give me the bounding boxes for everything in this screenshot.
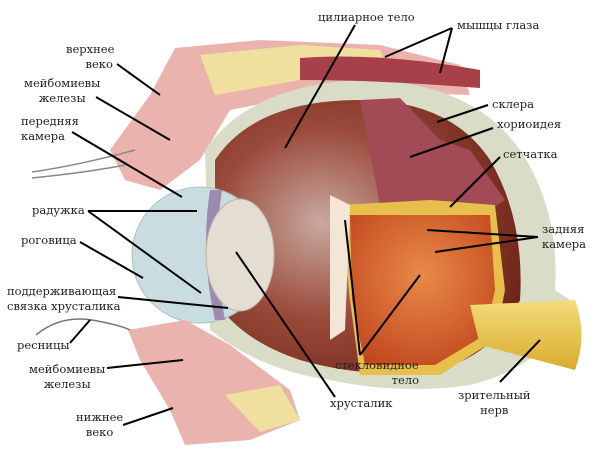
lower-fat [225,385,300,432]
lower-eyelashes [35,318,131,336]
label-line: мейбомиевы [24,76,101,90]
label-line: нижнее [76,410,124,424]
label-line: задняя [542,222,585,236]
label-lens: хрусталик [330,396,393,410]
label-line: связка хрусталика [7,299,121,313]
label-retina: сетчатка [503,147,558,161]
label-line: тело [391,373,419,387]
label-eye-muscles: мышцы глаза [457,18,540,32]
label-ciliary-body: цилиарное тело [318,10,415,24]
label-sclera: склера [492,97,534,111]
label-line: камера [21,129,66,143]
label-line: веко [85,425,114,439]
upper-eyelashes [31,149,136,179]
label-line: нерв [480,403,509,417]
label-choroid: хориоидея [497,117,562,131]
optic-nerve-shape [470,300,582,370]
label-line: железы [43,377,91,391]
label-line: поддерживающая [7,284,117,298]
label-line: стекловидное [335,358,419,372]
vitreous-cavity [350,215,495,365]
label-cornea: роговица [21,233,77,247]
eye-muscle [300,56,480,88]
label-line: веко [85,57,113,71]
label-iris: радужка [32,203,85,217]
label-line: зрительный [458,388,531,402]
label-line: мейбомиевы [29,362,106,376]
label-line: камера [542,237,587,251]
label-line: верхнее [66,42,115,56]
cutaway-wedge [330,195,350,340]
label-eyelashes: ресницы [17,338,70,352]
label-line: железы [38,91,86,105]
label-line: передняя [21,114,79,128]
leader-lines [69,24,541,426]
choroid-shape [360,98,505,210]
